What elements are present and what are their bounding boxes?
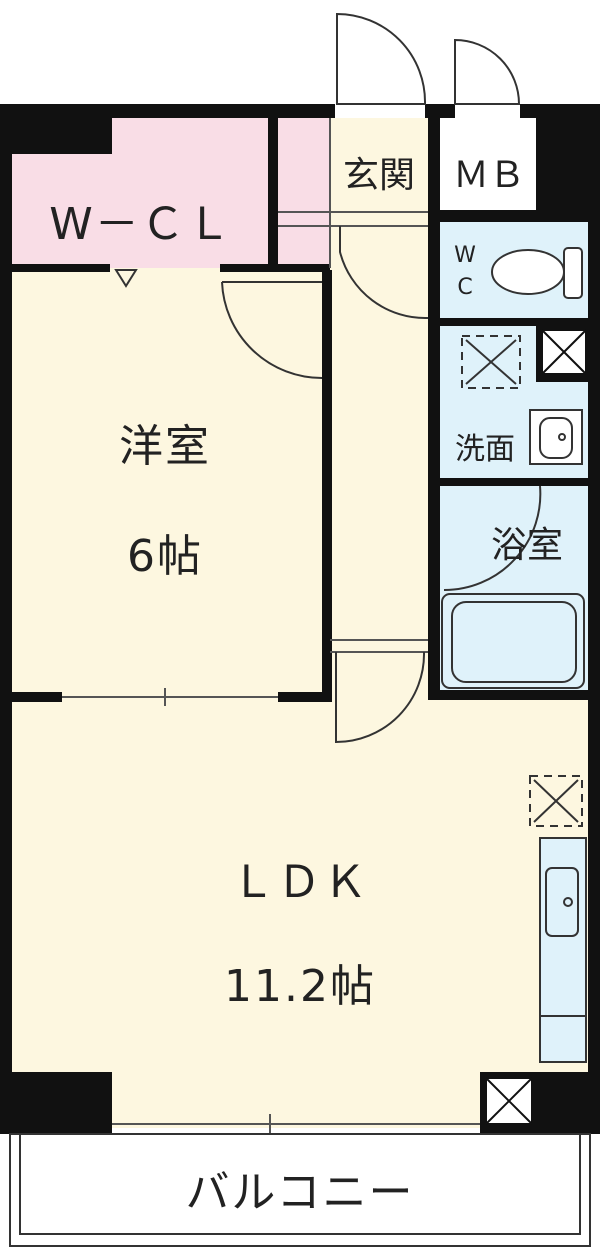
thin-lines bbox=[62, 118, 480, 1134]
western-room-size: 6帖 bbox=[127, 531, 203, 582]
wash-basin-icon bbox=[529, 409, 583, 465]
bathtub-icon bbox=[441, 593, 585, 689]
wc-label-top: W bbox=[454, 243, 476, 268]
door-swings bbox=[114, 226, 542, 744]
fan-icons bbox=[461, 335, 583, 827]
washroom-label: 洗面 bbox=[455, 432, 515, 467]
mb-floor bbox=[440, 118, 536, 210]
entrance-doors bbox=[336, 12, 521, 105]
western-room-floor bbox=[10, 268, 330, 696]
entrance-label: 玄関 bbox=[342, 155, 415, 196]
ldk-size: 11.2帖 bbox=[224, 961, 376, 1012]
hallway-floor bbox=[330, 118, 430, 696]
ldk-floor bbox=[10, 696, 592, 1128]
kitchen-counter-icon bbox=[539, 837, 587, 1063]
walls bbox=[0, 104, 600, 1134]
bath-label: 浴室 bbox=[490, 525, 563, 566]
toilet-icon bbox=[491, 247, 583, 299]
wcl-label: W－ＣＬ bbox=[49, 199, 233, 250]
western-room-name: 洋室 bbox=[119, 421, 211, 472]
balcony-label: バルコニー bbox=[185, 1167, 415, 1218]
mb-label: ＭＢ bbox=[452, 155, 525, 196]
shaft-icons bbox=[485, 329, 587, 1125]
balcony-outline bbox=[9, 1133, 591, 1247]
wc-label-bottom: C bbox=[457, 275, 473, 300]
ldk-name: ＬＤＫ bbox=[231, 857, 369, 908]
